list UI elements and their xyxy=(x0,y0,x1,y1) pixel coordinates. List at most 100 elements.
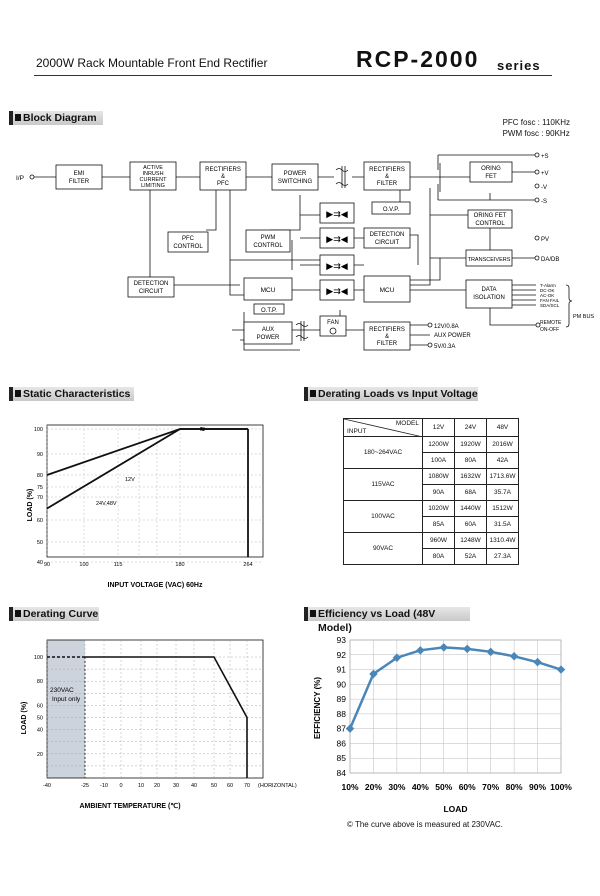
svg-text:O.T.P.: O.T.P. xyxy=(261,308,277,314)
oring-fet-control-block: ORING FET CONTROL xyxy=(467,209,513,229)
svg-text:FILTER: FILTER xyxy=(377,181,398,187)
y-tick-label: 90 xyxy=(337,679,347,689)
y-tick-label: 40 xyxy=(37,728,43,734)
svg-text:-S: -S xyxy=(541,199,547,205)
x-tick-label: 180 xyxy=(175,562,184,568)
svg-text:MCU: MCU xyxy=(261,287,276,294)
x-tick-label: 50% xyxy=(435,782,452,792)
y-tick-label: 100 xyxy=(34,655,43,661)
svg-text:ACTIVE: ACTIVE xyxy=(143,165,163,171)
pfc-control-block: PFC CONTROL xyxy=(167,231,209,253)
model-header-24v: 24V xyxy=(454,418,487,437)
aux-power-block: AUX POWER xyxy=(243,321,293,345)
svg-text:&: & xyxy=(221,174,225,180)
svg-text:REMOTE: REMOTE xyxy=(540,320,562,326)
x-tick-label: 20% xyxy=(365,782,382,792)
svg-text:MCU: MCU xyxy=(380,287,395,294)
data-point xyxy=(462,644,472,654)
power-switching-block: POWER SWITCHING xyxy=(271,163,319,191)
x-tick-label: 10 xyxy=(138,783,144,789)
svg-text:+S: +S xyxy=(541,154,549,160)
svg-text:CONTROL: CONTROL xyxy=(475,221,505,227)
x-tick-label: 30 xyxy=(173,783,179,789)
x-tick-label: 70% xyxy=(482,782,499,792)
svg-text:T-Alarm: T-Alarm xyxy=(540,283,556,288)
y-tick-label: 20 xyxy=(37,752,43,758)
x-tick-label: 264 xyxy=(243,562,252,568)
optocoupler-icon: ▶⇉◀ ▶⇉◀ ▶⇉◀ ▶⇉◀ xyxy=(319,202,355,301)
input-cell: 100VAC xyxy=(343,500,423,533)
x-tick-label: 60% xyxy=(459,782,476,792)
y-tick-label: 90 xyxy=(37,452,43,458)
x-tick-label: 40% xyxy=(412,782,429,792)
y-tick-label: 75 xyxy=(37,485,43,491)
svg-text:CURRENT: CURRENT xyxy=(140,177,168,183)
detection-circuit-input-block: DETECTION CIRCUIT xyxy=(127,276,175,298)
series-label: 24V,48V xyxy=(96,501,117,507)
header-rule xyxy=(34,75,552,76)
svg-text:CIRCUIT: CIRCUIT xyxy=(375,240,400,246)
derating-line xyxy=(85,656,248,778)
svg-text:▶⇉◀: ▶⇉◀ xyxy=(326,286,347,296)
x-tick-label: -25 xyxy=(81,783,89,789)
data-point xyxy=(439,643,449,652)
x-tick-label: 100% xyxy=(550,782,572,792)
block-diagram: I/P EMI FILTER ACTIVE INRUSH CURRENT LIM… xyxy=(16,152,594,351)
x-tick-label: 90 xyxy=(44,562,50,568)
svg-text:POWER: POWER xyxy=(257,335,280,341)
svg-text:RECTIFIERS: RECTIFIERS xyxy=(205,167,241,173)
svg-text:▶⇉◀: ▶⇉◀ xyxy=(326,234,347,244)
svg-text:RECTIFIERS: RECTIFIERS xyxy=(369,327,405,333)
transformer-symbol xyxy=(295,166,349,341)
efficiency-heading: Efficiency vs Load (48V Model) xyxy=(304,607,470,634)
y-tick-label: 70 xyxy=(37,495,43,501)
pwm-fosc: PWM fosc : 90KHz xyxy=(502,129,570,138)
input-terminal xyxy=(29,174,35,180)
output-terminals: +S +V -V -S PV DA/DB T-Alarm DC-OK AC-OK… xyxy=(427,152,594,350)
svg-text:ORING FET: ORING FET xyxy=(474,213,507,219)
efficiency-line xyxy=(348,646,562,730)
model-header-12v: 12V xyxy=(422,418,455,437)
table-corner-cell: MODEL INPUT xyxy=(343,418,423,437)
region-note: 230VAC xyxy=(50,687,74,694)
inrush-limiting-block: ACTIVE INRUSH CURRENT LIMITING xyxy=(129,161,177,191)
x-tick-label: 90% xyxy=(529,782,546,792)
svg-text:O.V.P.: O.V.P. xyxy=(383,207,400,213)
svg-text:ON-OFF: ON-OFF xyxy=(540,327,559,333)
y-tick-label: 50 xyxy=(37,716,43,722)
data-point xyxy=(416,646,425,655)
aux-rectifiers-filter-block: RECTIFIERS & FILTER xyxy=(363,321,411,351)
x-tick-label: 60 xyxy=(227,783,233,789)
axis-break-icon: ≈ xyxy=(200,424,205,434)
svg-text:EMI: EMI xyxy=(74,171,85,177)
svg-text:FILTER: FILTER xyxy=(377,341,398,347)
series-line-0 xyxy=(46,428,248,476)
svg-text:FILTER: FILTER xyxy=(69,179,90,185)
y-axis-label: LOAD (%) xyxy=(27,489,34,522)
data-point xyxy=(509,652,519,661)
x-tick-label: 10% xyxy=(341,782,358,792)
input-label: I/P xyxy=(16,175,24,182)
data-point xyxy=(345,724,355,733)
svg-text:PFC: PFC xyxy=(217,181,230,187)
oscillator-frequency-note: PFC fosc : 110KHz PWM fosc : 90KHz xyxy=(503,117,570,139)
svg-text:TRANSCEIVERS: TRANSCEIVERS xyxy=(468,257,511,263)
oring-fet-block: ORING FET xyxy=(469,161,513,183)
svg-text:DETECTION: DETECTION xyxy=(134,281,169,287)
y-tick-label: 84 xyxy=(337,768,347,778)
svg-text:DETECTION: DETECTION xyxy=(370,232,405,238)
svg-text:POWER: POWER xyxy=(284,171,307,177)
otp-block: O.T.P. xyxy=(253,303,285,315)
efficiency-note: © The curve above is measured at 230VAC. xyxy=(347,820,503,829)
svg-text:-V: -V xyxy=(541,185,547,191)
svg-text:AUX: AUX xyxy=(262,327,274,333)
x-tick-label: 80% xyxy=(506,782,523,792)
svg-text:LIMITING: LIMITING xyxy=(141,183,165,189)
svg-text:DC-OK: DC-OK xyxy=(540,288,555,293)
fan-block: FAN xyxy=(319,315,347,337)
svg-text:AUX POWER: AUX POWER xyxy=(434,333,471,339)
